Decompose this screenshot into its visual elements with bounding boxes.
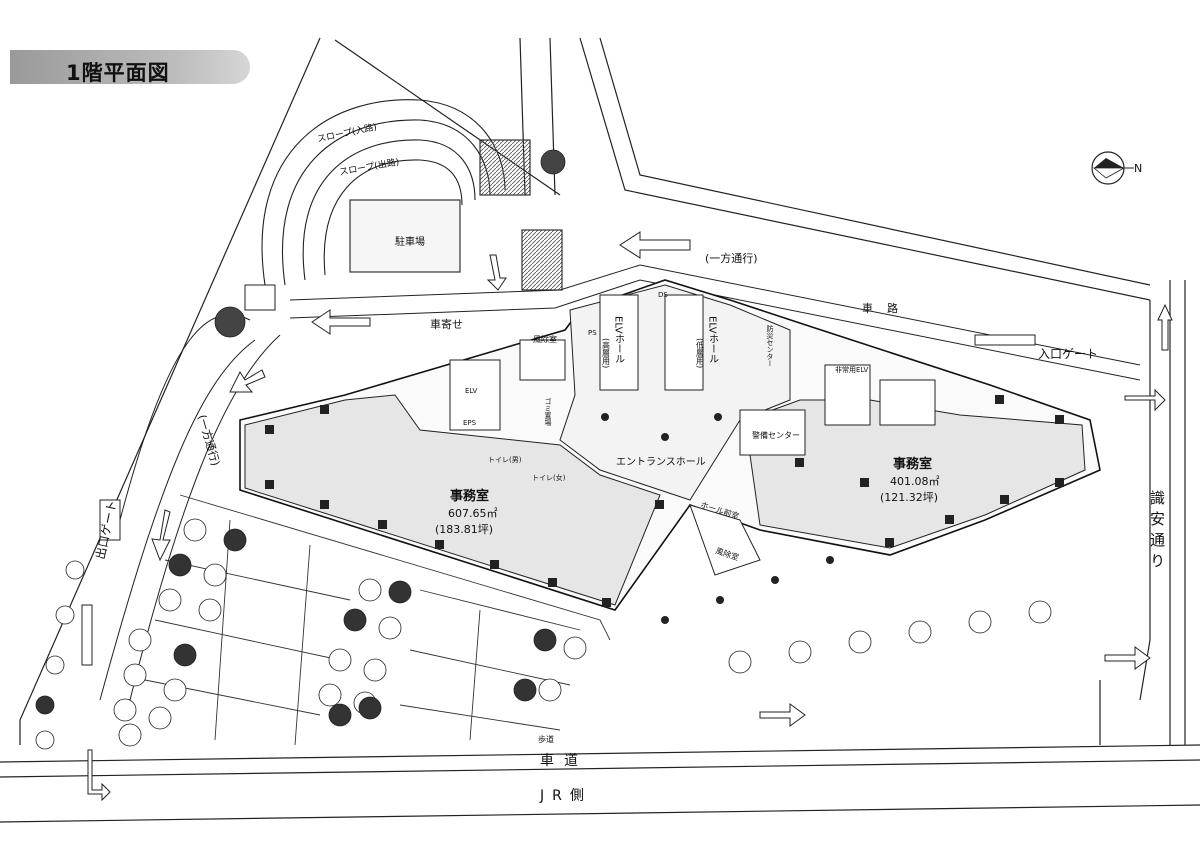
label-elv-low-sub: (低層用) <box>696 338 705 368</box>
columns <box>265 395 1064 624</box>
label-shayose: 車寄せ <box>430 317 463 331</box>
label-elv: ELV <box>465 387 478 395</box>
label-eps: EPS <box>463 419 477 427</box>
title-banner <box>10 50 250 84</box>
label-hijou-elv: 非常用ELV <box>835 365 869 374</box>
label-fuujoshitsu: 風除室 <box>533 334 557 344</box>
label-office-left-tsubo: (183.81坪) <box>435 523 493 536</box>
office-left <box>244 394 661 606</box>
label-jr-side: JR側 <box>539 788 592 804</box>
label-office-right-tsubo: (121.32坪) <box>880 491 938 504</box>
label-toilet-m: トイレ(男) <box>488 456 522 464</box>
traffic-arrows <box>87 231 1173 802</box>
label-office-left-area: 607.65㎡ <box>448 507 498 520</box>
label-one-way-left: (一方通行) <box>195 413 223 467</box>
page-title: 1階平面図 <box>66 61 170 85</box>
label-elv-low: ELVホール <box>707 316 719 364</box>
label-ps: PS <box>588 329 597 337</box>
label-gomi: ゴミ置場 <box>544 397 552 427</box>
label-elv-high: ELVホール <box>613 316 625 364</box>
spiral-ramp <box>261 99 563 291</box>
north-arrow-icon: N <box>1091 151 1142 185</box>
label-slope-in: スロープ(入路) <box>316 121 378 145</box>
parking-lots <box>144 494 611 746</box>
label-entrance-gate: 入口ゲート <box>1038 347 1098 361</box>
north-label: N <box>1134 162 1142 175</box>
label-parking: 駐車場 <box>395 235 425 248</box>
label-roadway: 車道 <box>540 752 588 769</box>
label-office-right-area: 401.08㎡ <box>890 475 940 488</box>
trees <box>35 149 1052 750</box>
label-ds: DS <box>658 291 668 299</box>
label-bouzai: 防災センター <box>766 324 774 367</box>
label-street: 識安通り <box>1148 490 1166 574</box>
label-elv-high-sub: (高層用) <box>602 338 611 368</box>
building <box>239 279 1101 611</box>
label-office-right-name: 事務室 <box>893 456 932 472</box>
label-keibi: 警備センター <box>752 430 800 440</box>
label-sidewalk: 歩道 <box>538 734 554 744</box>
label-toilet-f: トイレ(女) <box>532 473 566 482</box>
label-slope-out: スロープ(出路) <box>338 156 400 178</box>
label-sharo: 車路 <box>862 301 912 315</box>
label-one-way-top: (一方通行) <box>705 251 758 265</box>
site-boundary <box>0 37 1200 823</box>
gates <box>81 284 1036 666</box>
label-entrance-hall: エントランスホール <box>616 456 706 468</box>
label-office-left-name: 事務室 <box>450 488 489 504</box>
